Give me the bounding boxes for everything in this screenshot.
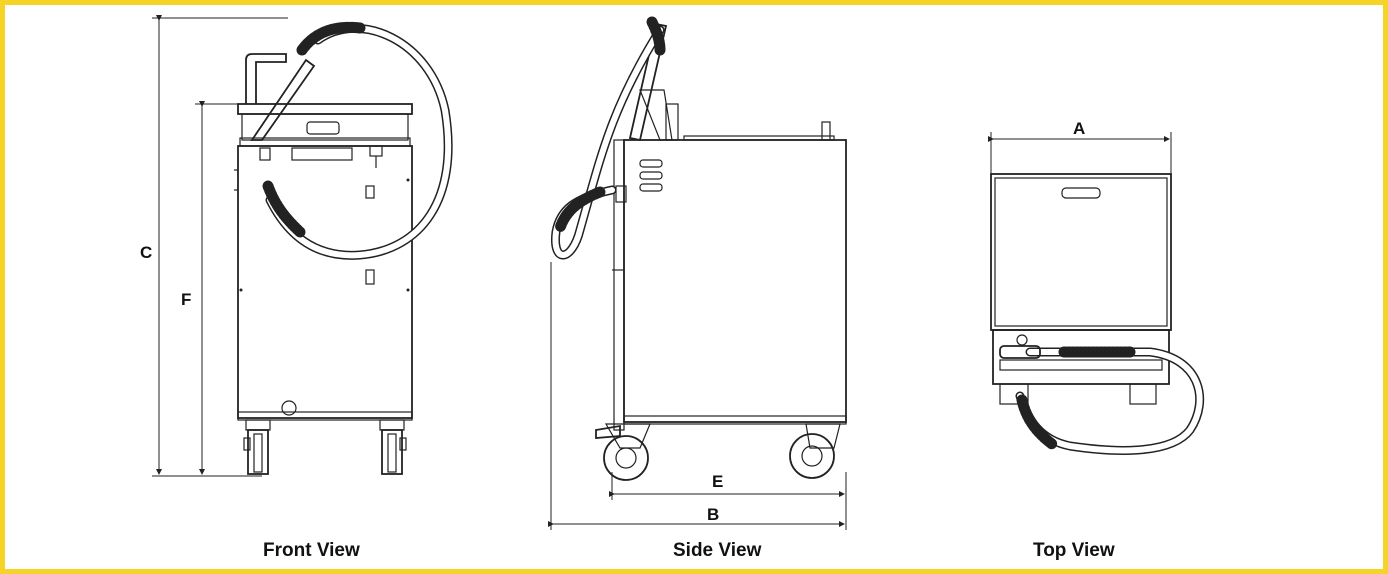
dimension-e [609, 472, 845, 500]
dimension-label-f: F [181, 290, 191, 309]
dimension-a [988, 132, 1172, 174]
side-hose [550, 16, 666, 260]
side-view-caption: Side View [673, 540, 762, 561]
dimension-label-e: E [712, 472, 723, 491]
top-hose [1015, 346, 1205, 455]
side-view-drawing [548, 16, 847, 530]
top-view-drawing [988, 132, 1205, 455]
dimension-label-c: C [140, 243, 152, 262]
dimension-label-a: A [1073, 119, 1085, 138]
top-view-caption: Top View [1033, 540, 1115, 561]
front-hose [262, 21, 453, 260]
front-view-caption: Front View [263, 540, 360, 561]
dimension-b [548, 262, 847, 530]
dimension-c [152, 15, 288, 477]
side-right-caster [789, 423, 841, 479]
front-view-drawing [152, 15, 453, 477]
dimension-label-b: B [707, 505, 719, 524]
side-left-caster [595, 423, 651, 481]
dimension-f [195, 101, 240, 477]
front-right-caster [379, 419, 407, 475]
front-left-caster [243, 419, 271, 475]
